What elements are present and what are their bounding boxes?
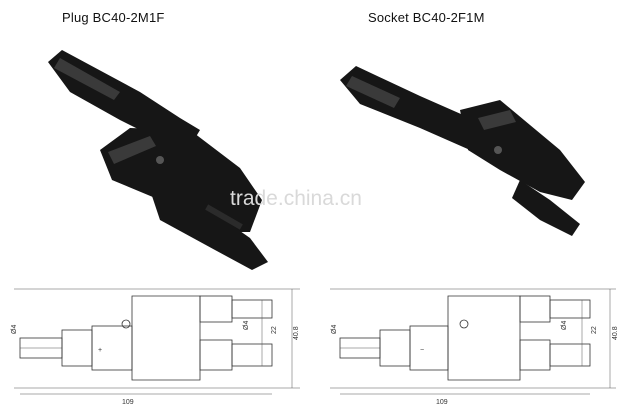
plug-h1-label: 22 — [271, 326, 278, 334]
socket-d1-label: Ø4 — [331, 325, 338, 334]
socket-title: Socket BC40-2F1M — [368, 10, 485, 25]
socket-connector-photo — [340, 66, 585, 236]
plug-h2-label: 40.8 — [293, 326, 300, 340]
plug-title: Plug BC40-2M1F — [62, 10, 165, 25]
svg-text:+: + — [98, 347, 102, 354]
plug-d2-label: Ø4 — [243, 321, 250, 330]
plug-technical-drawing: + 109 Ø4 Ø4 22 40.8 — [11, 288, 300, 406]
socket-length-label: 109 — [436, 399, 448, 406]
plug-length-label: 109 — [122, 399, 134, 406]
socket-h2-label: 40.8 — [612, 326, 619, 340]
socket-d2-label: Ø4 — [561, 321, 568, 330]
plug-connector-photo — [48, 50, 268, 270]
svg-text:−: − — [420, 347, 424, 354]
socket-technical-drawing: − 109 Ø4 Ø4 22 40.8 — [330, 288, 619, 406]
watermark-text: trade.china.cn — [230, 187, 362, 210]
socket-h1-label: 22 — [591, 326, 598, 334]
plug-d1-label: Ø4 — [11, 325, 18, 334]
